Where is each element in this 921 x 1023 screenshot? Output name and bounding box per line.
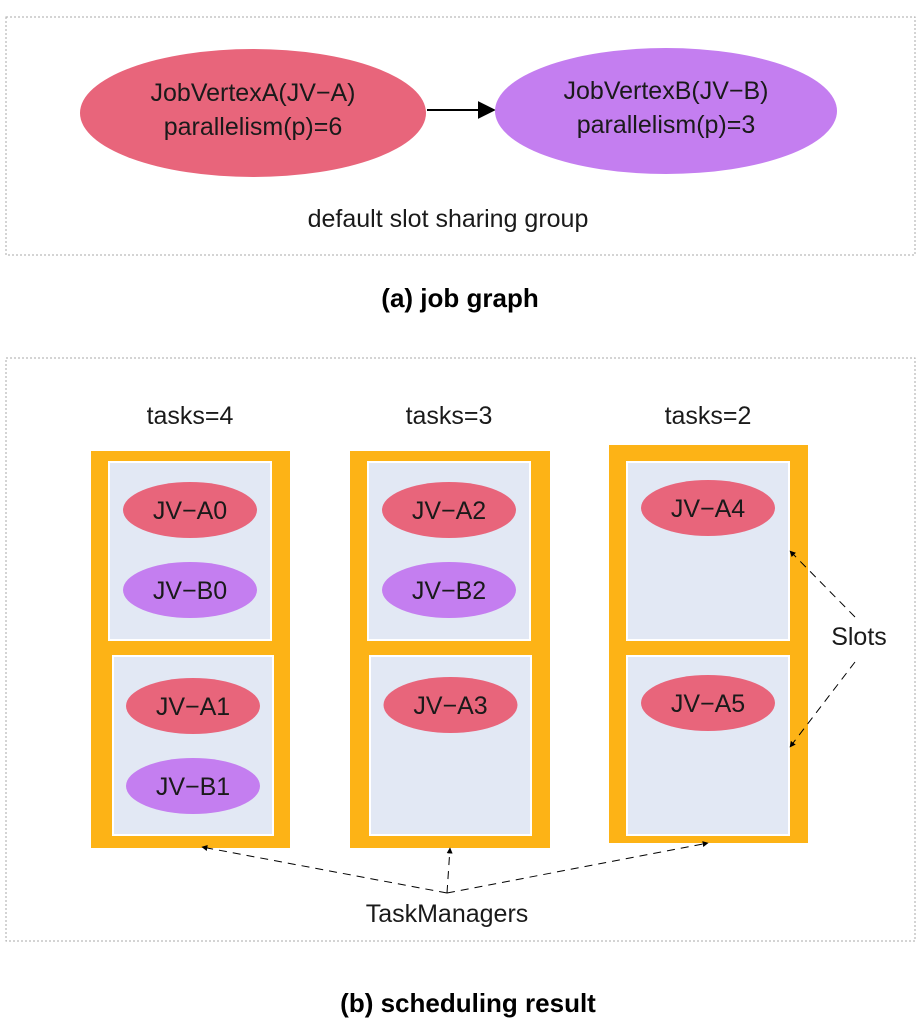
slot-sharing-group-label: default slot sharing group xyxy=(308,205,589,233)
slot: JV−A3 xyxy=(369,655,532,836)
task-oval xyxy=(123,482,257,538)
taskmanagers-label: TaskManagers xyxy=(366,900,529,928)
caption-job-graph: (a) job graph xyxy=(381,283,538,313)
task-jv-a3: JV−A3 xyxy=(383,677,518,733)
task-label: JV−A2 xyxy=(412,497,486,525)
task-manager-tasks-label: tasks=4 xyxy=(147,402,234,430)
job-vertex-a-shape xyxy=(80,49,426,177)
task-oval xyxy=(382,482,516,538)
task-oval xyxy=(383,677,518,733)
task-oval xyxy=(126,758,260,814)
task-label: JV−B2 xyxy=(412,577,486,605)
task-manager-tasks-label: tasks=3 xyxy=(406,402,493,430)
task-label: JV−B0 xyxy=(153,577,227,605)
task-oval xyxy=(382,562,516,618)
task-label: JV−A3 xyxy=(413,692,487,720)
task-jv-a1: JV−A1 xyxy=(126,678,260,734)
task-jv-a0: JV−A0 xyxy=(123,482,257,538)
taskmanagers-arrow-left xyxy=(201,845,448,894)
task-jv-a5: JV−A5 xyxy=(641,675,775,731)
task-oval xyxy=(123,562,257,618)
job-vertex-b-parallelism: parallelism(p)=3 xyxy=(577,111,756,139)
slot-box xyxy=(369,655,532,836)
task-label: JV−A4 xyxy=(671,495,745,523)
job-vertex-b-name: JobVertexB(JV−B) xyxy=(564,77,769,105)
caption-scheduling-result: (b) scheduling result xyxy=(340,988,596,1018)
task-jv-b1: JV−B1 xyxy=(126,758,260,814)
slots-label: Slots xyxy=(831,623,887,651)
scheduling-result-box xyxy=(5,357,916,942)
task-jv-b2: JV−B2 xyxy=(382,562,516,618)
slot: JV−A5 xyxy=(626,655,790,836)
task-jv-a4: JV−A4 xyxy=(641,480,775,536)
task-jv-a2: JV−A2 xyxy=(382,482,516,538)
task-oval xyxy=(641,675,775,731)
task-manager-layer: tasks=4JV−A0JV−B0JV−A1JV−B1tasks=3JV−A2J… xyxy=(91,402,808,848)
task-label: JV−A5 xyxy=(671,690,745,718)
task-oval xyxy=(641,480,775,536)
task-label: JV−B1 xyxy=(156,773,230,801)
task-oval xyxy=(126,678,260,734)
job-vertex-a: JobVertexA(JV−A) parallelism(p)=6 xyxy=(80,49,426,177)
job-vertex-a-parallelism: parallelism(p)=6 xyxy=(164,113,343,141)
slot-sharing-group-box xyxy=(5,16,916,256)
task-label: JV−A1 xyxy=(156,693,230,721)
task-label: JV−A0 xyxy=(153,497,227,525)
slots-arrow-bottom xyxy=(789,661,856,748)
slot: JV−A4 xyxy=(626,461,790,641)
slots-arrow-top xyxy=(789,550,856,618)
job-vertex-b: JobVertexB(JV−B) parallelism(p)=3 xyxy=(495,48,837,174)
taskmanagers-arrow-center xyxy=(446,847,453,894)
task-jv-b0: JV−B0 xyxy=(123,562,257,618)
job-vertex-a-name: JobVertexA(JV−A) xyxy=(151,79,356,107)
job-vertex-b-shape xyxy=(495,48,837,174)
task-manager-tasks-label: tasks=2 xyxy=(665,402,752,430)
taskmanagers-arrow-right xyxy=(446,841,709,894)
